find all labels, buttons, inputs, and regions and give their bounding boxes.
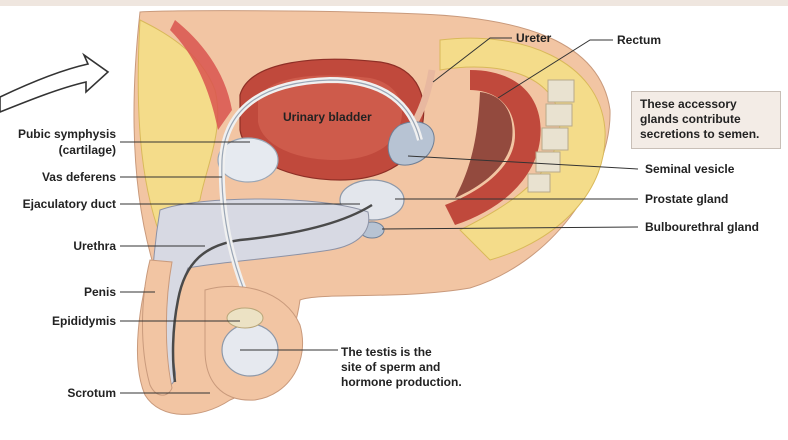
top-band (0, 0, 788, 6)
callout-line-3: secretions to semen. (640, 127, 760, 141)
label-prostate-gland: Prostate gland (645, 192, 729, 206)
label-pubic-symphysis: Pubic symphysis (17, 127, 116, 141)
rectum-lumen (455, 92, 513, 198)
label-scrotum: Scrotum (67, 386, 116, 400)
callout-line-1: These accessory (640, 97, 737, 111)
epididymis (226, 307, 264, 329)
label-ureter: Ureter (516, 31, 552, 45)
urethra-path (171, 203, 373, 383)
label-pubic-symphysis-sub: (cartilage) (58, 143, 116, 157)
testis-note-line-1: The testis is the (341, 345, 432, 359)
callout-line-2: glands contribute (640, 112, 741, 126)
rectum-wall (445, 70, 541, 225)
seminal-vesicle (387, 121, 435, 166)
penis-skin (142, 259, 173, 396)
bladder-highlight (258, 75, 403, 160)
testis-note-line-2: site of sperm and (341, 360, 441, 374)
leader-lines (120, 37, 639, 394)
pubic-symphysis (217, 137, 279, 183)
label-seminal-vesicle: Seminal vesicle (645, 162, 735, 176)
label-urinary-bladder: Urinary bladder (283, 110, 372, 124)
view-arrow-icon (0, 52, 110, 113)
label-rectum: Rectum (617, 33, 662, 47)
fat-layer (137, 19, 219, 236)
accessory-glands-callout: These accessory glands contribute secret… (631, 91, 781, 149)
label-epididymis: Epididymis (51, 314, 116, 328)
label-penis: Penis (83, 285, 116, 299)
label-ejaculatory-duct: Ejaculatory duct (22, 197, 116, 211)
label-bulbourethral-gland: Bulbourethral gland (645, 220, 759, 234)
testis-note-line-3: hormone production. (341, 375, 462, 389)
sacrum (527, 79, 575, 193)
abdominal-muscle (170, 20, 232, 130)
label-vas-deferens: Vas deferens (41, 170, 116, 184)
label-urethra: Urethra (73, 239, 116, 253)
